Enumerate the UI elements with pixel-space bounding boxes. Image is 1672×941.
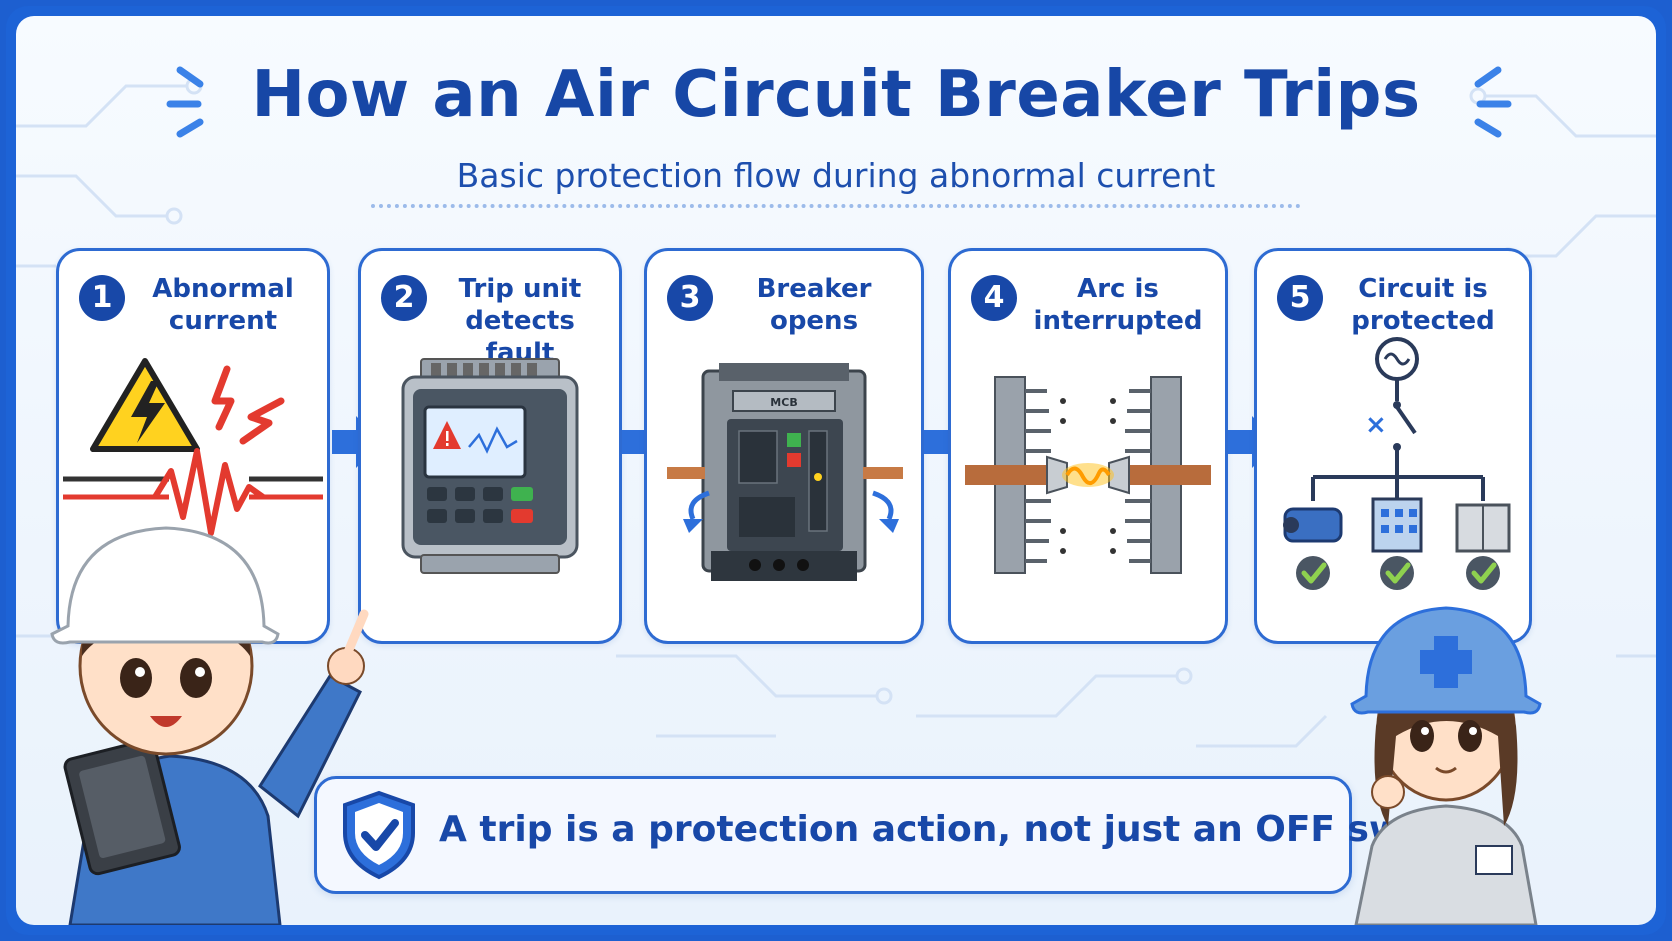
shield-check-icon (343, 790, 415, 880)
flow-arrow-icon (332, 416, 382, 468)
poster-subtitle: Basic protection flow during abnormal cu… (456, 156, 1216, 195)
svg-text:×: × (1365, 410, 1387, 440)
key-takeaway-text: A trip is a protection action, not just … (439, 809, 1493, 850)
electric-hazard-icon (63, 358, 323, 536)
trip-unit-icon (401, 358, 579, 574)
poster-canvas: How an Air Circuit Breaker Trips Basic p… (16, 16, 1656, 925)
step-number-badge: 4 (971, 275, 1017, 321)
protected-loads-icon: × (1283, 337, 1511, 590)
worker-illustration-right (1350, 606, 1542, 925)
step-card-3: 3 Breaker opens MCB (644, 248, 924, 644)
flow-arrow-icon (1228, 416, 1278, 468)
key-takeaway-banner: A trip is a protection action, not just … (314, 776, 1492, 894)
arc-chute-icon (965, 376, 1211, 574)
poster-frame: How an Air Circuit Breaker Trips Basic p… (6, 6, 1666, 935)
step-label: Arc is interrupted (1033, 274, 1203, 336)
title-spark-left-icon (166, 66, 204, 138)
circuit-background (16, 77, 1656, 748)
title-spark-right-icon (1474, 66, 1512, 138)
worker-illustration-left (50, 526, 369, 925)
step-label: Breaker opens (756, 274, 872, 336)
step-number-badge: 1 (79, 275, 125, 321)
poster-title: How an Air Circuit Breaker Trips (251, 58, 1421, 132)
step-label: Abnormal current (152, 274, 294, 336)
breaker-nameplate: MCB (770, 396, 797, 409)
title-divider (371, 204, 1301, 208)
air-circuit-breaker-icon: MCB (667, 363, 903, 581)
step-card-5: 5 Circuit is protected × (1254, 248, 1532, 644)
step-number-badge: 3 (667, 275, 713, 321)
step-number-badge: 2 (381, 275, 427, 321)
step-card-2: 2 Trip unit detects fault (358, 248, 622, 644)
step-number-badge: 5 (1277, 275, 1323, 321)
step-label: Circuit is protected (1351, 274, 1495, 336)
step-card-4: 4 Arc is interrupted (948, 248, 1228, 644)
